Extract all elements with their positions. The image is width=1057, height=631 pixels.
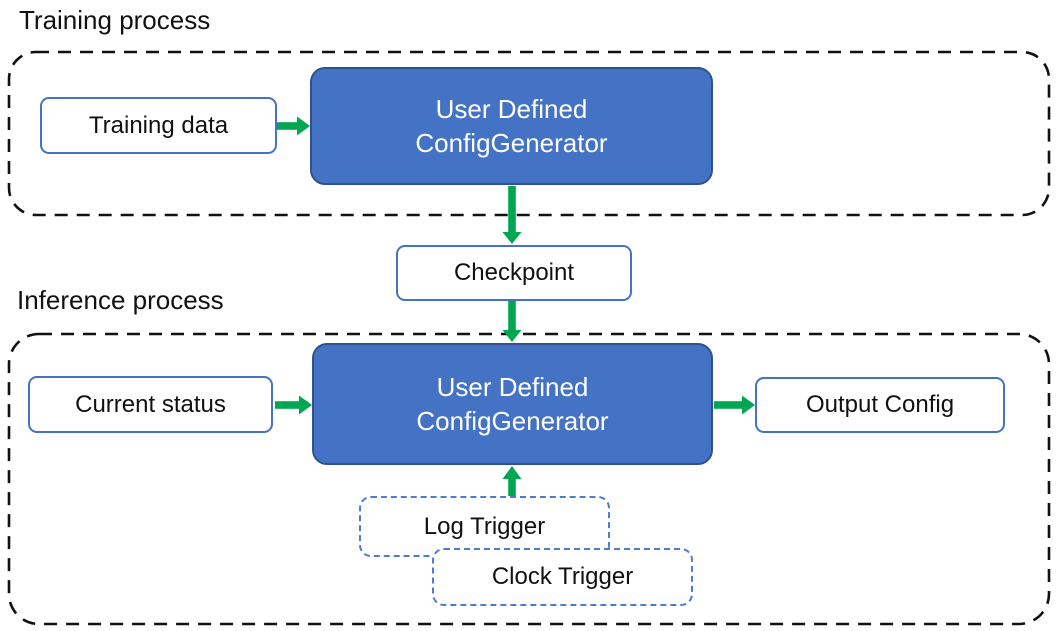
arrow-triggers-to-generator [502, 466, 522, 497]
config-generator-training-line2: ConfigGenerator [415, 128, 608, 158]
current-status-box: Current status [28, 376, 273, 433]
training-process-label: Training process [19, 5, 211, 35]
inference-container [7, 332, 1051, 626]
inference-process-label: Inference process [17, 285, 224, 315]
config-generator-training-line1: User Defined [435, 93, 588, 124]
arrow-current-status-to-generator [275, 395, 312, 415]
output-config-box: Output Config [755, 377, 1005, 433]
config-generator-box-inference: User Defined ConfigGenerator [312, 343, 713, 465]
clock-trigger-box: Clock Trigger [432, 548, 693, 606]
checkpoint-label: Checkpoint [453, 259, 575, 286]
current-status-label: Current status [75, 390, 226, 418]
output-config-label: Output Config [805, 391, 955, 418]
config-generator-inference-line1: User Defined [436, 371, 589, 402]
config-generator-box-training: User Defined ConfigGenerator [310, 67, 713, 185]
log-trigger-label: Log Trigger [423, 512, 546, 540]
arrow-checkpoint-to-generator [502, 301, 522, 342]
training-data-box: Training data [40, 97, 277, 154]
training-data-label: Training data [88, 111, 229, 139]
training-container [7, 50, 1051, 217]
checkpoint-box: Checkpoint [396, 245, 632, 301]
arrow-training-data-to-generator [277, 116, 310, 136]
config-generator-inference-line2: ConfigGenerator [416, 406, 609, 436]
clock-trigger-label: Clock Trigger [491, 563, 634, 590]
arrow-generator-to-checkpoint [502, 186, 522, 244]
arrow-generator-to-output [714, 395, 755, 415]
